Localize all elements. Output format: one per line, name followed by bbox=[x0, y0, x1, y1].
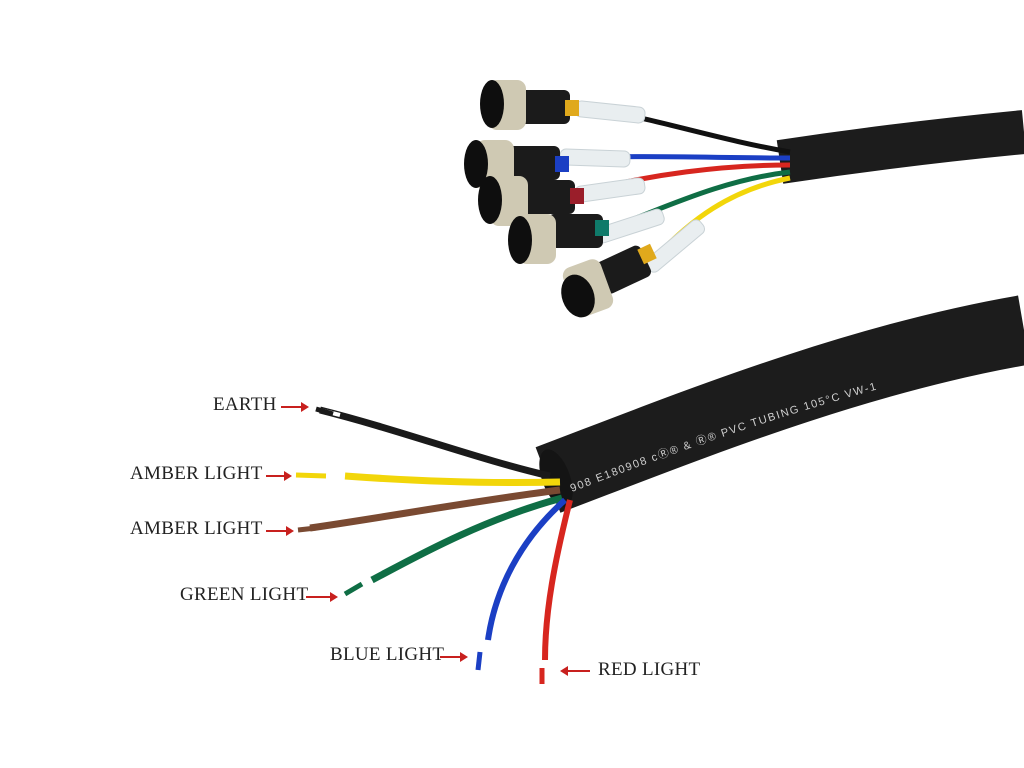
arrow-blue-light bbox=[440, 652, 468, 662]
amber-wire-1 bbox=[344, 472, 561, 487]
label-earth: EARTH bbox=[213, 394, 277, 415]
blue-wire bbox=[485, 497, 567, 641]
lower-cable: 908 E180908 cⓇ® & Ⓡ® PVC TUBING 105°C VW… bbox=[295, 295, 1024, 684]
earth-wire bbox=[319, 406, 551, 480]
green-wire bbox=[370, 494, 563, 584]
switch-3 bbox=[478, 176, 584, 226]
label-blue-light: BLUE LIGHT bbox=[330, 644, 445, 665]
switch-5 bbox=[561, 243, 657, 318]
arrow-green-light bbox=[306, 592, 338, 602]
switch-harness bbox=[464, 80, 1024, 318]
amber-wire-2 bbox=[309, 486, 561, 532]
label-red-light: RED LIGHT bbox=[598, 659, 701, 680]
switch-4 bbox=[508, 214, 609, 264]
switch-1 bbox=[480, 80, 579, 130]
arrow-amber-light-2 bbox=[266, 526, 294, 536]
red-wire bbox=[542, 499, 573, 661]
label-green-light: GREEN LIGHT bbox=[180, 584, 309, 605]
label-amber-light-2: AMBER LIGHT bbox=[130, 518, 263, 539]
arrow-earth bbox=[281, 402, 309, 412]
arrow-amber-light-1 bbox=[266, 471, 292, 481]
label-amber-light-1: AMBER LIGHT bbox=[130, 463, 263, 484]
arrow-red-light bbox=[560, 666, 590, 676]
